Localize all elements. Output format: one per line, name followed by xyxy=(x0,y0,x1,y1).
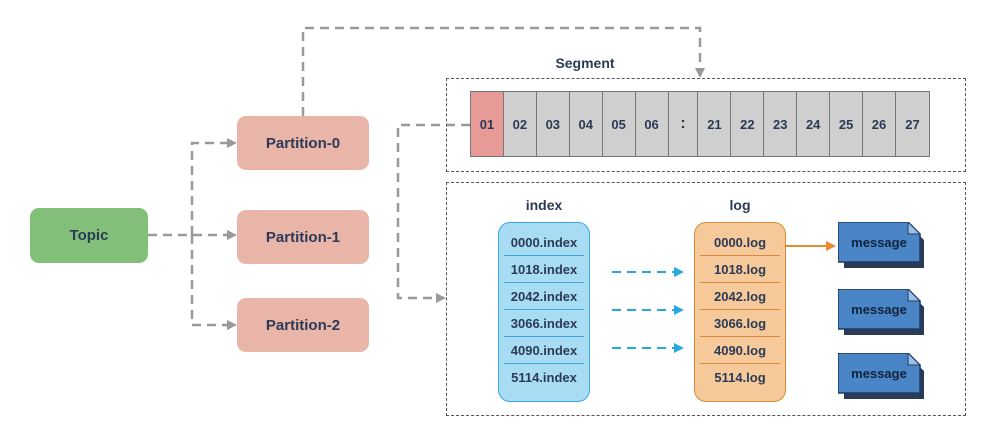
topic-node: Topic xyxy=(30,208,148,263)
segment-cell: 25 xyxy=(830,92,864,156)
segment-cell: 02 xyxy=(503,92,537,156)
message-doc: message xyxy=(838,222,930,268)
segment-cell: 23 xyxy=(764,92,798,156)
document-icon xyxy=(838,289,924,335)
message-label: message xyxy=(851,365,907,381)
segment-frame xyxy=(446,78,966,172)
index-title: index xyxy=(525,197,563,213)
partition-to-segment-top-arrow xyxy=(301,26,705,116)
topic-to-partition-2-arrow xyxy=(190,235,237,330)
index-file: 4090.index xyxy=(504,337,584,364)
log-file: 2042.log xyxy=(700,283,780,310)
segment-link-line xyxy=(396,123,470,303)
message-label: message xyxy=(851,234,907,250)
topic-to-partition-0-arrow xyxy=(190,138,237,235)
segment-cell: 21 xyxy=(698,92,732,156)
partition-0-node: Partition-0 xyxy=(237,116,369,170)
index-file: 1018.index xyxy=(504,256,584,283)
document-icon xyxy=(838,353,924,399)
segment-ellipsis: : xyxy=(668,92,699,156)
log-file-list: 0000.log 1018.log 2042.log 3066.log 4090… xyxy=(694,222,786,402)
log-file: 0000.log xyxy=(700,229,780,256)
segment-cell: 06 xyxy=(635,92,669,156)
message-doc: message xyxy=(838,353,930,399)
segment-cell: 22 xyxy=(731,92,765,156)
index-file: 2042.index xyxy=(504,283,584,310)
segment-cell: 03 xyxy=(536,92,570,156)
index-file: 3066.index xyxy=(504,310,584,337)
index-file: 5114.index xyxy=(511,369,577,385)
segment-cell: 26 xyxy=(863,92,896,156)
document-icon xyxy=(838,222,924,268)
segment-title: Segment xyxy=(555,55,615,71)
segment-cell: 01 xyxy=(471,92,504,156)
partition-1-node: Partition-1 xyxy=(237,210,369,264)
log-file: 1018.log xyxy=(700,256,780,283)
segment-cell: 05 xyxy=(602,92,636,156)
message-doc: message xyxy=(838,289,930,335)
log-file: 5114.log xyxy=(714,369,766,385)
log-file: 3066.log xyxy=(700,310,780,337)
segment-cell: 24 xyxy=(797,92,831,156)
partition-2-node: Partition-2 xyxy=(237,298,369,352)
segment-bar: 01 02 03 04 05 06 : 21 22 23 24 25 26 27 xyxy=(470,91,930,157)
message-label: message xyxy=(851,301,907,317)
log-file: 4090.log xyxy=(700,337,780,364)
log-title: log xyxy=(729,197,751,213)
index-file: 0000.index xyxy=(504,229,584,256)
segment-cell: 27 xyxy=(896,92,929,156)
segment-cell: 04 xyxy=(569,92,603,156)
index-file-list: 0000.index 1018.index 2042.index 3066.in… xyxy=(498,222,590,402)
segment-detail-frame xyxy=(446,182,966,416)
